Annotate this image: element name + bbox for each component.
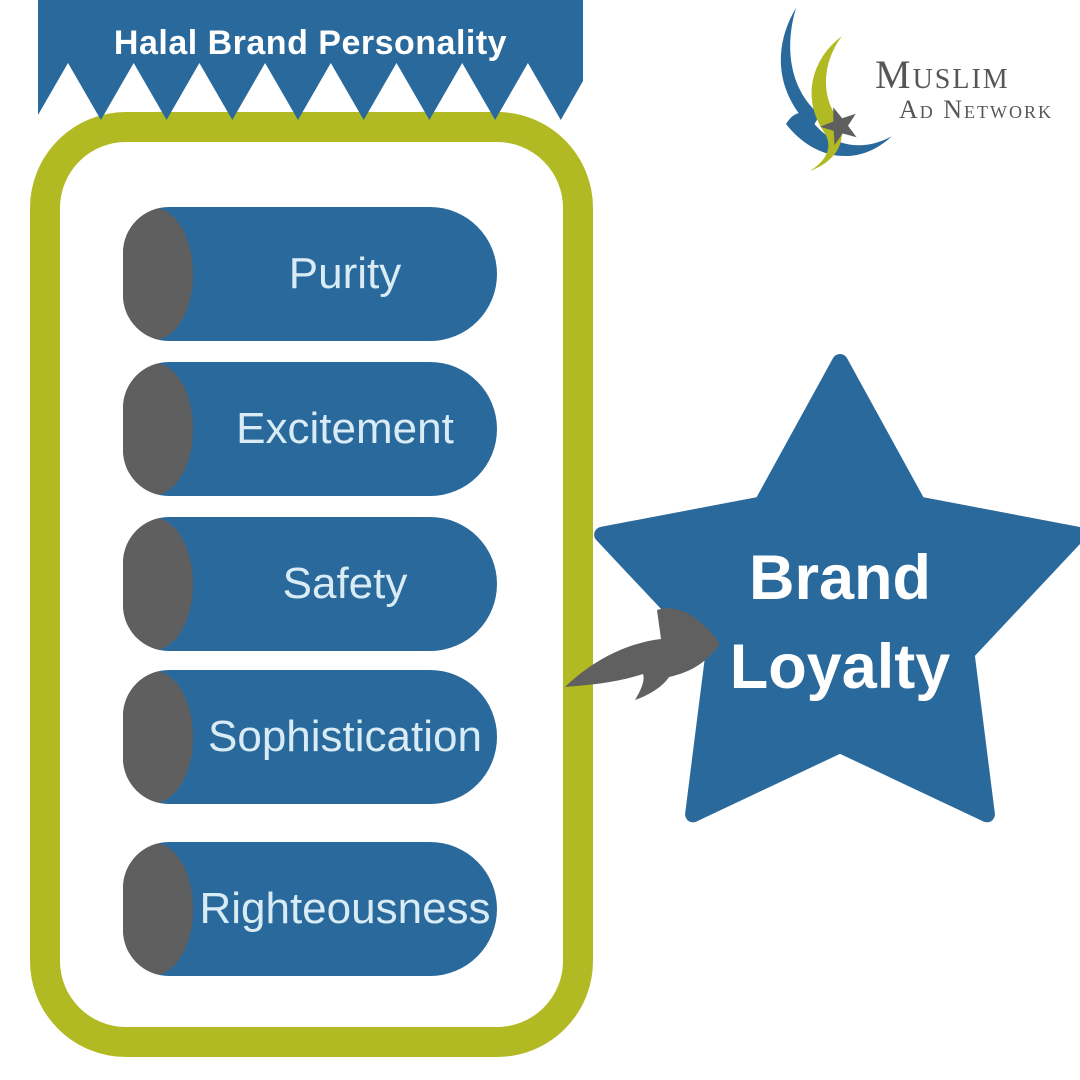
banner-zigzag-shape bbox=[38, 0, 583, 120]
cylinder-end-cap-icon bbox=[123, 518, 193, 650]
trait-label: Sophistication bbox=[208, 712, 482, 761]
banner-title: Halal Brand Personality bbox=[113, 24, 508, 62]
cylinder-end-cap-icon bbox=[123, 208, 193, 340]
star-icon bbox=[594, 354, 1080, 823]
logo-star-icon bbox=[820, 107, 857, 146]
logo-wordmark: Muslim Ad Network bbox=[875, 55, 1053, 123]
star-label: Brand Loyalty bbox=[625, 534, 1055, 712]
cylinder-end-cap-icon bbox=[123, 843, 193, 975]
star-label-line1: Brand bbox=[748, 543, 932, 613]
trait-pill-sophistication: Sophistication bbox=[123, 670, 497, 804]
trait-label: Excitement bbox=[236, 404, 454, 453]
logo-swirl-icon bbox=[780, 8, 892, 171]
cylinder-end-cap-icon bbox=[123, 671, 193, 803]
brand-logo: Muslim Ad Network bbox=[768, 8, 1078, 178]
trait-label: Purity bbox=[288, 249, 402, 298]
trait-label: Safety bbox=[282, 559, 408, 608]
trait-pill-righteousness: Righteousness bbox=[123, 842, 497, 976]
star-label-line2: Loyalty bbox=[729, 632, 951, 702]
logo-word: Muslim bbox=[875, 52, 1010, 97]
traits-panel-frame bbox=[30, 112, 593, 1057]
cylinder-end-cap-icon bbox=[123, 363, 193, 495]
trait-pill-purity: Purity bbox=[123, 207, 497, 341]
arrow-icon bbox=[545, 592, 730, 722]
trait-label: Righteousness bbox=[199, 884, 491, 933]
brand-loyalty-star bbox=[590, 345, 1080, 835]
banner: Halal Brand Personality bbox=[38, 0, 583, 122]
trait-pill-safety: Safety bbox=[123, 517, 497, 651]
trait-pill-excitement: Excitement bbox=[123, 362, 497, 496]
logo-subtext: Ad Network bbox=[899, 95, 1054, 124]
